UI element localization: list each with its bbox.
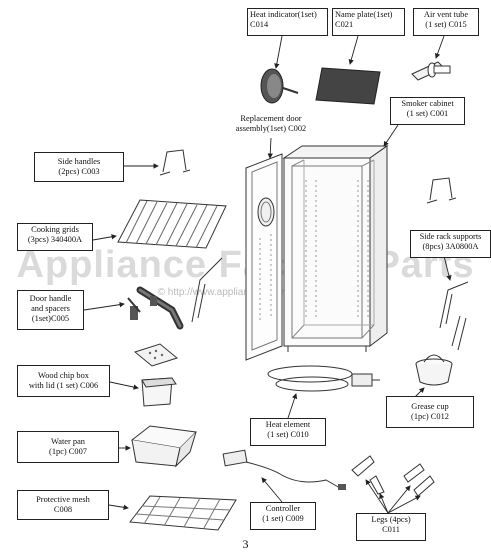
door-drawing xyxy=(245,153,283,361)
door-handle-drawing xyxy=(127,286,184,330)
water-pan-label: Water pan (1pc) C007 xyxy=(17,431,119,463)
side-rack-supports-label: Side rack supports (8pcs) 3A0800A xyxy=(410,230,491,258)
protective-mesh-label: Protective mesh C008 xyxy=(17,490,109,520)
grease-cup-drawing xyxy=(415,354,453,386)
legs-drawing xyxy=(351,455,435,497)
heat-indicator-drawing xyxy=(260,68,299,104)
air-vent-tube-drawing xyxy=(411,61,451,81)
legs-label: Legs (4pcs) C011 xyxy=(356,513,426,541)
side-handles-drawing xyxy=(159,149,457,204)
controller-drawing xyxy=(222,449,346,490)
name-plate-label: Name plate(1set) C021 xyxy=(332,8,405,36)
air-vent-tube-label: Air vent tube (1 set) C015 xyxy=(413,8,479,36)
wood-chip-box-label: Wood chip box with lid (1 set) C006 xyxy=(17,365,110,397)
heat-element-drawing xyxy=(267,365,380,392)
replacement-door-label: Replacement door assembly(1set) C002 xyxy=(225,113,317,138)
smoker-cabinet-drawing xyxy=(282,145,389,352)
side-handles-label: Side handles (2pcs) C003 xyxy=(34,152,124,182)
smoker-cabinet-label: Smoker cabinet (1 set) C001 xyxy=(390,97,465,125)
grease-cup-label: Grease cup (1pc) C012 xyxy=(386,396,474,428)
cooking-grids-label: Cooking grids (3pcs) 340400A xyxy=(17,223,93,251)
heat-element-label: Heat element (1 set) C010 xyxy=(250,418,326,446)
page-number: 3 xyxy=(242,537,249,551)
controller-label: Controller (1 set) C009 xyxy=(250,502,316,530)
door-handle-label: Door handle and spacers (1set)C005 xyxy=(17,290,84,330)
protective-mesh-drawing xyxy=(129,495,237,531)
heat-indicator-label: Heat indicator(1set) C014 xyxy=(247,8,328,36)
cooking-grid-drawing xyxy=(117,199,227,249)
side-rack-supports-drawing xyxy=(191,257,469,351)
name-plate-drawing xyxy=(315,67,381,105)
water-pan-drawing xyxy=(130,425,198,468)
wood-chip-box-drawing xyxy=(133,343,179,407)
watermark-brand: Appliance Factory Parts xyxy=(16,244,475,286)
